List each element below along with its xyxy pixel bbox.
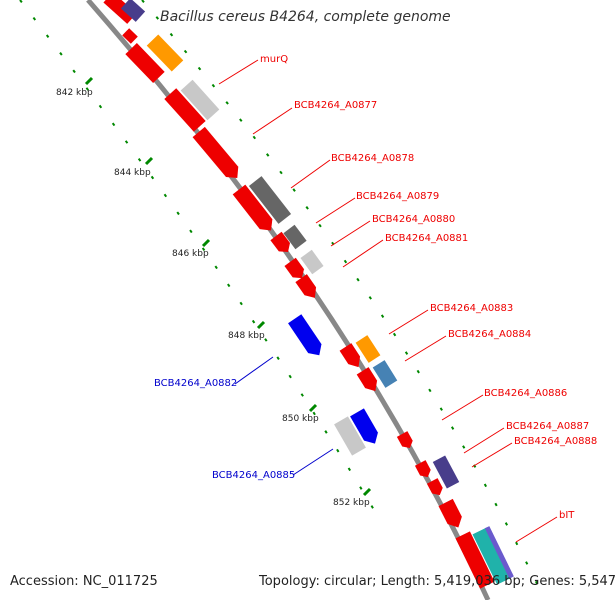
leader-line [292, 448, 334, 476]
gene-label-murQ: murQ [260, 54, 288, 65]
gene-label: BCB4264_A0878 [331, 153, 414, 164]
leader-line [515, 516, 558, 543]
gene-red [122, 28, 138, 44]
genome-summary-text: Topology: circular; Length: 5,419,036 bp… [259, 574, 616, 589]
gene-purple [432, 455, 460, 489]
gene-label: BCB4264_A0883 [430, 303, 513, 314]
gene-red-arrow [270, 231, 290, 252]
gene-label: BCB4264_A0886 [484, 388, 567, 399]
gene-red-arrow [414, 460, 431, 478]
gene-dark-gray [248, 176, 292, 224]
gene-purple [484, 526, 514, 579]
gene-red-arrow [232, 184, 273, 231]
gene-light-gray [300, 249, 324, 275]
gene-label: BCB4264_A0885 [212, 470, 295, 481]
tick-labels: 842 kbp 844 kbp 846 kbp 848 kbp 850 kbp … [56, 88, 370, 508]
leader-line [388, 309, 429, 335]
tick-label: 850 kbp [282, 414, 319, 424]
tick-label: 848 kbp [228, 331, 265, 341]
leader-line [463, 427, 505, 454]
gene-red [103, 0, 137, 24]
gene-red-arrow [438, 498, 462, 528]
leader-line [330, 220, 371, 247]
accession-text: Accession: NC_011725 [10, 574, 158, 589]
gene-features [103, 0, 514, 589]
gene-blue-arrow [350, 408, 378, 444]
leader-line [404, 335, 447, 362]
gene-label: BCB4264_A0881 [385, 233, 468, 244]
outer-dotted-guide [141, 0, 546, 600]
tick-mark [84, 76, 94, 86]
gene-red [455, 531, 495, 589]
genome-backbone [86, 0, 491, 600]
gene-red-arrow [339, 343, 361, 368]
feature-labels: murQ BCB4264_A0877 BCB4264_A0878 BCB4264… [154, 54, 597, 521]
map-title: Bacillus cereus B4264, complete genome [160, 9, 451, 25]
gene-red [164, 88, 206, 132]
gene-light-gray [334, 416, 366, 456]
tick-label: 844 kbp [114, 168, 151, 178]
gene-orange [355, 335, 381, 363]
gene-label: BCB4264_A0882 [154, 378, 237, 389]
inner-dotted-guide [19, 0, 381, 521]
tick-label: 842 kbp [56, 88, 93, 98]
gene-blue-arrow [288, 314, 322, 356]
gene-label: BCB4264_A0879 [356, 191, 439, 202]
tick-mark [362, 487, 372, 497]
tick-mark [201, 238, 211, 248]
gene-red-arrow [295, 274, 317, 298]
leader-line [234, 356, 274, 385]
leader-lines [218, 59, 558, 543]
gene-label: BCB4264_A0880 [372, 214, 455, 225]
leader-line [290, 159, 331, 189]
gene-red-arrow [284, 257, 305, 279]
gene-label-bIT: bIT [559, 510, 575, 521]
gene-steel-blue [372, 360, 398, 388]
gene-dark-gray [283, 224, 307, 250]
leader-line [252, 107, 293, 135]
leader-line [315, 197, 356, 224]
gene-label: BCB4264_A0877 [294, 100, 377, 111]
tick-mark [308, 403, 318, 413]
gene-red-arrow [426, 478, 443, 496]
leader-line [471, 442, 513, 468]
leader-line [342, 239, 384, 268]
gene-red-arrow [192, 126, 239, 178]
gene-red [125, 43, 165, 83]
tick-mark [256, 320, 266, 330]
leader-line [441, 394, 484, 421]
gene-red-arrow [396, 431, 413, 448]
leader-line [218, 59, 259, 85]
genome-map: 842 kbp 844 kbp 846 kbp 848 kbp 850 kbp … [19, 0, 597, 600]
gene-teal [472, 527, 512, 585]
gene-orange [146, 34, 184, 72]
gene-label: BCB4264_A0884 [448, 329, 531, 340]
tick-label: 852 kbp [333, 498, 370, 508]
tick-marks [84, 76, 372, 497]
gene-light-gray [180, 79, 220, 121]
gene-purple [120, 0, 146, 22]
tick-mark [144, 156, 154, 166]
tick-label: 846 kbp [172, 249, 209, 259]
gene-red-arrow [356, 367, 378, 392]
gene-label: BCB4264_A0888 [514, 436, 597, 447]
gene-label: BCB4264_A0887 [506, 421, 589, 432]
